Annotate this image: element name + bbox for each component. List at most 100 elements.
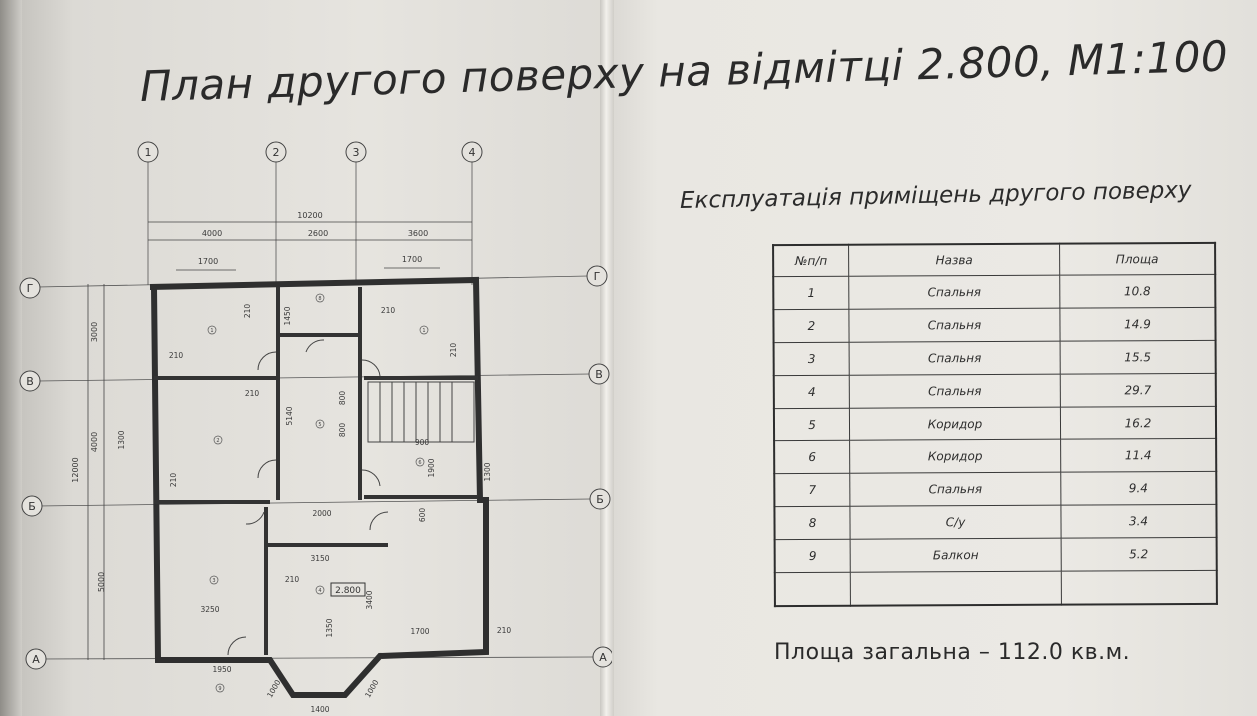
- table-header-row: №п/п Назва Площа: [773, 242, 1216, 277]
- cell-number: 4: [773, 374, 850, 409]
- axis-label-a-right: А: [599, 651, 607, 664]
- room-mark: 5: [318, 422, 321, 428]
- axis-label-g: Г: [27, 282, 34, 295]
- room-mark: 3: [212, 578, 215, 584]
- cell-number: 6: [774, 440, 850, 475]
- cell-name: Балкон: [850, 538, 1062, 573]
- total-area: Площа загальна – 112.0 кв.м.: [774, 640, 1131, 665]
- dim-label: 1300: [483, 462, 492, 481]
- dim-label: 600: [418, 508, 427, 523]
- cell-area: 10.8: [1059, 274, 1216, 309]
- axis-label-v: В: [26, 375, 34, 388]
- left-page: [0, 0, 612, 716]
- cell-name: Спальня: [849, 373, 1061, 408]
- dim-label: 210: [169, 473, 178, 488]
- axis-label-2: 2: [273, 146, 280, 159]
- axis-label-a: А: [32, 653, 40, 666]
- dim-label: 1400: [310, 705, 329, 714]
- header-area: Площа: [1059, 242, 1216, 276]
- cell-area: 5.2: [1061, 537, 1217, 572]
- cell-number: 5: [773, 407, 850, 442]
- dim-span-3: 3600: [408, 229, 428, 238]
- dim-label: 210: [245, 389, 260, 398]
- dim-label: 210: [169, 351, 184, 360]
- axis-label-v-right: В: [595, 368, 603, 381]
- right-page: [606, 0, 1257, 716]
- dim-label: 800: [338, 391, 347, 406]
- cell-number: 8: [774, 506, 851, 540]
- dim-label: 800: [338, 423, 347, 438]
- axis-label-b-right: Б: [596, 493, 604, 506]
- room-mark: 2: [216, 438, 219, 444]
- room-mark: 9: [218, 686, 221, 692]
- dim-label: 3400: [365, 590, 374, 609]
- cell-name: Коридор: [849, 406, 1061, 441]
- dim-label: 210: [497, 626, 512, 635]
- cell-area: 15.5: [1060, 340, 1216, 374]
- dim-label: 1450: [283, 306, 292, 325]
- book-binding: [600, 0, 614, 716]
- room-mark: 1: [422, 328, 425, 334]
- cell-name: Спальня: [848, 275, 1060, 310]
- dim-label: 5140: [285, 406, 294, 425]
- cell-area: 11.4: [1060, 438, 1217, 473]
- cell-name: Спальня: [849, 472, 1061, 507]
- dim-label: 210: [449, 343, 458, 358]
- dim-label: 1900: [427, 458, 436, 477]
- header-name: Назва: [848, 243, 1060, 277]
- cell-number: [774, 572, 851, 607]
- cell-name: [850, 571, 1062, 606]
- page-edge: [0, 0, 22, 716]
- cell-number: 3: [773, 342, 850, 376]
- cell-area: 3.4: [1060, 504, 1217, 539]
- floor-plan-drawing: 1 2 3 4 Г В Б А Г В Б А 10200 4000 2600 …: [19, 141, 612, 714]
- dim-label: 900: [415, 438, 430, 447]
- dim-span-2: 2600: [308, 229, 328, 238]
- dim-vertical-span-1: 3000: [90, 322, 99, 342]
- dim-vertical-total: 12000: [71, 457, 80, 482]
- cell-number: 7: [774, 473, 850, 507]
- axis-label-g-right: Г: [594, 270, 601, 283]
- cell-name: С/у: [849, 505, 1062, 540]
- cell-area: 29.7: [1060, 373, 1216, 407]
- room-mark: 4: [318, 588, 321, 594]
- level-mark: 2.800: [335, 586, 361, 596]
- dim-label: 1700: [410, 627, 429, 636]
- dim-label: 1300: [117, 430, 126, 449]
- cell-name: Спальня: [849, 340, 1061, 375]
- cell-number: 9: [774, 539, 851, 573]
- dim-vertical-span-3: 5000: [97, 572, 106, 592]
- cell-area: [1061, 570, 1217, 605]
- dim-label: 1350: [325, 618, 334, 637]
- cell-area: 14.9: [1059, 307, 1216, 341]
- cell-name: Спальня: [848, 308, 1061, 343]
- dim-window-right: 1700: [402, 255, 422, 264]
- dim-label: 1950: [212, 665, 231, 674]
- dim-window-left: 1700: [198, 257, 218, 266]
- dim-label: 1000: [363, 678, 380, 699]
- axis-label-4: 4: [469, 146, 476, 159]
- cell-area: 16.2: [1060, 405, 1217, 440]
- room-mark: 6: [418, 460, 421, 466]
- axis-label-1: 1: [145, 146, 152, 159]
- dim-label: 3150: [310, 554, 329, 563]
- dim-vertical-span-2: 4000: [90, 432, 99, 452]
- cell-number: 1: [773, 276, 849, 310]
- dim-label: 210: [381, 306, 396, 315]
- dim-label: 210: [243, 304, 252, 319]
- room-mark: 1: [210, 328, 213, 334]
- dim-label: 3250: [200, 605, 219, 614]
- header-number: №п/п: [773, 244, 849, 277]
- axis-label-b: Б: [28, 500, 36, 513]
- cell-number: 2: [773, 309, 850, 343]
- dim-label: 2000: [312, 509, 331, 518]
